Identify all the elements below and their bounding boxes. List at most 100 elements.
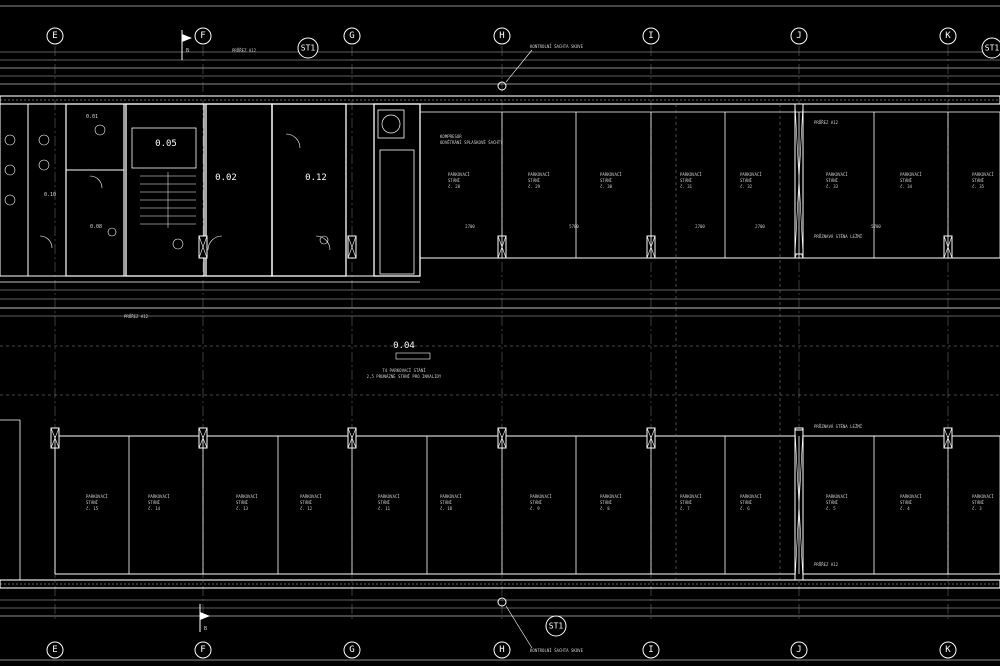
parking-label-line1: PARKOVACÍ	[972, 172, 994, 177]
parking-label-line1: PARKOVACÍ	[148, 494, 170, 499]
dimension-text: 2700	[465, 224, 475, 229]
parking-label-line1: PARKOVACÍ	[680, 494, 702, 499]
dimension-texts: 2700 5700 2700 5700 2700	[465, 224, 881, 229]
parking-label-id: č. 13	[236, 506, 249, 511]
section-marker-top-st1: ST1	[297, 37, 319, 59]
dimension-text: 5700	[871, 224, 881, 229]
grid-axis-bubble: J	[790, 641, 808, 659]
parking-label-line2: STÁNÍ	[826, 500, 839, 505]
manhole-marks	[497, 49, 533, 649]
parking-label-line1: PARKOVACÍ	[300, 494, 322, 499]
parking-label-line1: PARKOVACÍ	[378, 494, 400, 499]
parking-label-id: č. 5	[826, 506, 836, 511]
parking-label-id: č. 12	[300, 506, 313, 511]
grid-axis-bubble: G	[343, 27, 361, 45]
parking-label-id: č. 3	[972, 506, 982, 511]
section-marker-bottom-st1: ST1	[545, 615, 567, 637]
grid-axis-label: G	[349, 645, 354, 655]
grid-axis-bubble: K	[939, 27, 957, 45]
annotation-kontrolni-top: KONTROLNÍ ŠACHTA SKOVE	[530, 44, 584, 49]
annotation-prurez-top: PRŮŘEZ A12	[232, 48, 257, 53]
parking-label-line2: STÁNÍ	[600, 178, 613, 183]
parking-label-id: č. 10	[440, 506, 453, 511]
grid-axis-bubble: I	[642, 27, 660, 45]
parking-label-line1: PARKOVACÍ	[900, 172, 922, 177]
parking-label-id: č. 32	[740, 184, 753, 189]
grid-axis-label: F	[200, 31, 205, 41]
annotation-prurez-left: PRŮŘEZ A12	[124, 314, 149, 319]
annotation-vetrani: ODVĚTRÁNÍ SPLAŠKOVÉ ŠACHTY	[440, 140, 503, 145]
parking-label-id: č. 8	[600, 506, 610, 511]
parking-label-id: č. 28	[448, 184, 461, 189]
annotation-prurez-right-top: PRŮŘEZ A12	[814, 120, 839, 125]
annotation-kontrolni-bottom: KONTROLNÍ ŠACHTA SKOVE	[530, 648, 584, 653]
parking-label-id: č. 14	[148, 506, 161, 511]
parking-label-line2: STÁNÍ	[236, 500, 249, 505]
grid-axis-bubble: E	[46, 27, 64, 45]
parking-label-line2: STÁNÍ	[972, 500, 985, 505]
parking-bay-lines	[54, 111, 1000, 574]
section-label: ST1	[301, 44, 316, 53]
parking-label-line2: STÁNÍ	[86, 500, 99, 505]
room-label-012: 0.12	[305, 173, 327, 183]
grid-axis-bubble: K	[939, 641, 957, 659]
grid-axis-label: I	[648, 31, 653, 41]
grid-axis-bubble: J	[790, 27, 808, 45]
grid-axis-top: E F G H I J K	[46, 27, 957, 45]
section-label: ST1	[549, 622, 564, 631]
parking-label-line2: STÁNÍ	[148, 500, 161, 505]
parking-label-line1: PARKOVACÍ	[740, 172, 762, 177]
grid-axis-bubble: F	[194, 27, 212, 45]
parking-label-line2: STÁNÍ	[528, 178, 541, 183]
annotation-prurez-right-bottom: PRŮŘEZ A12	[814, 562, 839, 567]
room-label-010: 0.10	[44, 192, 56, 198]
grid-axis-label: K	[945, 31, 951, 41]
room-label-002: 0.02	[215, 173, 237, 183]
annotation-center-line1: T4 PARKOVACÍ STÁNÍ	[382, 368, 426, 373]
parking-label-line2: STÁNÍ	[440, 500, 453, 505]
section-marker-right-st1: ST1	[981, 37, 1000, 59]
parking-label-line2: STÁNÍ	[600, 500, 613, 505]
parking-label-line1: PARKOVACÍ	[86, 494, 108, 499]
section-label: ST1	[985, 44, 1000, 53]
parking-label-line1: PARKOVACÍ	[440, 494, 462, 499]
room-label-005: 0.05	[155, 139, 177, 149]
parking-label-id: č. 35	[972, 184, 985, 189]
parking-label-id: č. 15	[86, 506, 99, 511]
parking-label-line2: STÁNÍ	[680, 500, 693, 505]
section-label: B	[204, 626, 207, 632]
room-labels: 0.05 0.02 0.12 0.04 0.01 0.08 0.10	[44, 114, 431, 360]
grid-axis-bubble: H	[493, 27, 511, 45]
parking-label-line2: STÁNÍ	[300, 500, 313, 505]
grid-axis-label: H	[499, 645, 504, 655]
grid-axis-label: H	[499, 31, 504, 41]
parking-label-id: č. 31	[680, 184, 693, 189]
parking-label-id: č. 6	[740, 506, 750, 511]
annotation-kompresor: KOMPRESOR	[440, 134, 462, 139]
parking-label-line2: STÁNÍ	[740, 178, 753, 183]
parking-label-id: č. 9	[530, 506, 540, 511]
parking-label-line2: STÁNÍ	[826, 178, 839, 183]
parking-label-id: č. 30	[600, 184, 613, 189]
grid-axis-bubble: G	[343, 641, 361, 659]
grid-axis-label: F	[200, 645, 205, 655]
section-marker-top-b: B	[181, 30, 192, 60]
grid-axis-label: J	[796, 31, 801, 41]
dimension-text: 2700	[755, 224, 765, 229]
annotation-pruzna-top: PRŮZNAVÁ STĚNA LEŽMÍ	[814, 234, 863, 239]
grid-axis-bubble: F	[194, 641, 212, 659]
